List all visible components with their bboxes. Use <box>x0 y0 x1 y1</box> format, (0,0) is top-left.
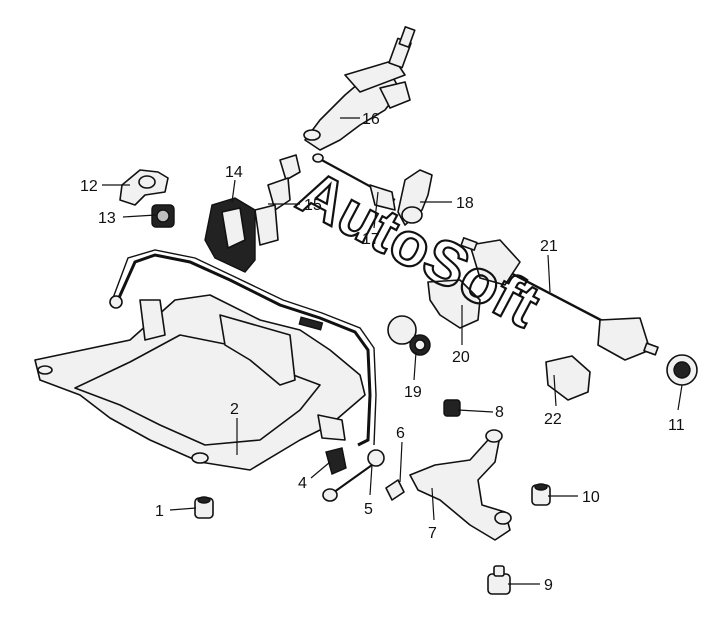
part-bearing <box>666 354 698 386</box>
callout-13: 13 <box>98 210 157 227</box>
part-bushing-1 <box>194 496 214 519</box>
part-bushing-small <box>443 399 461 417</box>
svg-text:1: 1 <box>155 503 164 520</box>
part-subframe <box>34 294 366 471</box>
callout-15: 15 <box>268 197 322 214</box>
svg-text:2: 2 <box>230 401 239 418</box>
svg-text:20: 20 <box>452 349 470 366</box>
callout-8: 8 <box>457 404 504 421</box>
part-intermediate-shaft <box>254 154 301 246</box>
callout-18: 18 <box>420 195 474 212</box>
callout-16: 16 <box>340 111 380 128</box>
callout-2: 2 <box>230 401 239 455</box>
callout-11: 11 <box>668 384 685 434</box>
callout-14: 14 <box>225 164 243 203</box>
svg-text:22: 22 <box>544 411 562 428</box>
callout-5: 5 <box>364 464 373 518</box>
svg-text:19: 19 <box>404 384 422 401</box>
callout-4: 4 <box>298 461 331 492</box>
callout-10: 10 <box>548 489 600 506</box>
svg-text:12: 12 <box>80 178 98 195</box>
part-stabilizer-link <box>322 449 385 502</box>
part-drive-shaft <box>460 237 659 361</box>
part-stabilizer-bushing <box>151 204 175 228</box>
svg-text:10: 10 <box>582 489 600 506</box>
svg-text:4: 4 <box>298 475 307 492</box>
part-lower-control-arm <box>409 429 512 541</box>
svg-text:17: 17 <box>362 231 380 248</box>
part-bushing-10 <box>531 483 551 506</box>
callout-6: 6 <box>396 425 405 483</box>
part-boot <box>545 355 591 401</box>
svg-text:15: 15 <box>304 197 322 214</box>
svg-text:9: 9 <box>544 577 553 594</box>
svg-text:14: 14 <box>225 164 243 181</box>
part-bushing-4 <box>325 447 347 475</box>
callout-22: 22 <box>544 374 562 428</box>
svg-text:16: 16 <box>362 111 380 128</box>
part-steering-boot <box>204 197 256 273</box>
svg-text:6: 6 <box>396 425 405 442</box>
callout-7: 7 <box>428 487 437 542</box>
svg-text:11: 11 <box>668 417 685 434</box>
part-mount <box>487 565 511 595</box>
svg-text:7: 7 <box>428 525 437 542</box>
svg-text:21: 21 <box>540 238 558 255</box>
callout-1: 1 <box>155 503 197 520</box>
svg-text:18: 18 <box>456 195 474 212</box>
callout-9: 9 <box>508 577 553 594</box>
part-bolt <box>385 479 405 501</box>
part-steering-column <box>303 26 416 151</box>
part-stabilizer-bracket <box>119 169 169 206</box>
part-control-arm-bushing <box>387 315 431 356</box>
callout-17: 17 <box>362 191 380 248</box>
callouts: 1 2 4 5 6 7 8 9 <box>80 111 685 594</box>
part-boot-kit <box>427 279 481 329</box>
callout-19: 19 <box>404 351 422 401</box>
part-stabilizer-bar <box>109 249 377 447</box>
callout-12: 12 <box>80 178 130 195</box>
callout-21: 21 <box>540 238 558 293</box>
callout-20: 20 <box>452 305 470 366</box>
svg-text:13: 13 <box>98 210 116 227</box>
svg-text:8: 8 <box>495 404 504 421</box>
svg-text:5: 5 <box>364 501 373 518</box>
